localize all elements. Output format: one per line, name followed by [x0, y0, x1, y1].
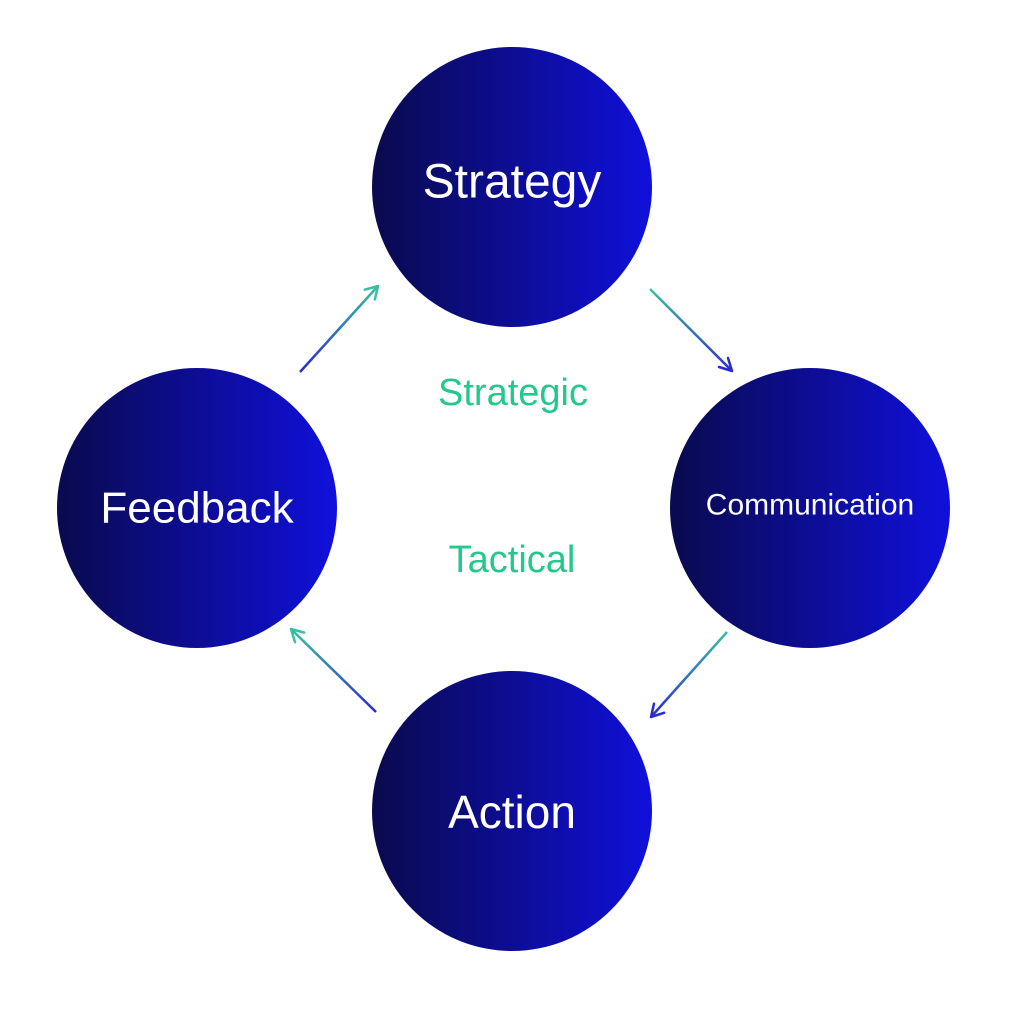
arrowhead-icon [363, 284, 380, 301]
arrow-action-to-feedback [289, 627, 377, 713]
node-strategy-label: Strategy [423, 156, 602, 209]
arrowhead-icon [289, 627, 306, 644]
zone-label-tactical: Tactical [449, 539, 576, 581]
node-feedback-label: Feedback [100, 484, 294, 533]
arrow-feedback-to-strategy [299, 284, 380, 373]
arrowhead-icon [717, 356, 734, 373]
node-action-label: Action [448, 786, 576, 838]
node-feedback: Feedback [57, 368, 337, 648]
arrowhead-icon [649, 702, 666, 719]
node-communication-label: Communication [706, 489, 914, 522]
node-action: Action [372, 671, 652, 951]
arrow-communication-to-action [649, 631, 728, 719]
node-strategy: Strategy [372, 47, 652, 327]
zone-label-strategic: Strategic [438, 372, 588, 414]
node-communication: Communication [670, 368, 950, 648]
arrow-strategy-to-communication [649, 288, 734, 373]
